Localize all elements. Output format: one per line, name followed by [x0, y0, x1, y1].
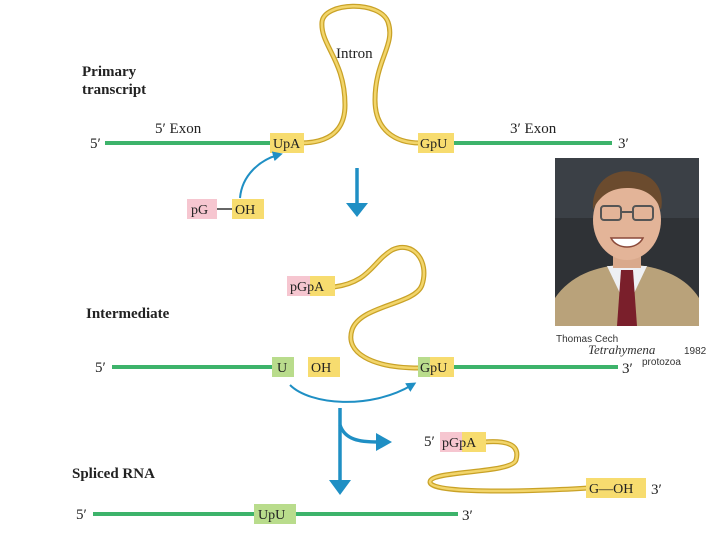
primary-exon5-label: 5′ Exon: [155, 121, 202, 137]
guanosine-oh-text: OH: [235, 203, 255, 218]
primary-gpu-text: GpU: [420, 137, 447, 152]
spliced-title: Spliced RNA: [72, 466, 155, 482]
excised-pgpa-box-a: [462, 432, 486, 452]
guanosine-oh-box: [232, 199, 264, 219]
branch-arrow-head: [376, 433, 392, 451]
intermediate-u-box: [272, 357, 294, 377]
intermediate-title: Intermediate: [86, 306, 170, 322]
primary-exon3-label: 3′ Exon: [510, 121, 557, 137]
attack-arrow-1: [239, 151, 283, 199]
primary-three-prime: 3′: [618, 136, 629, 152]
intermediate-gpu-box-g: [418, 357, 430, 377]
intermediate-intron-loop-core: [333, 246, 425, 370]
guanosine-pg-box: [187, 199, 217, 219]
portrait-photo: [555, 158, 699, 326]
excised-goh-box: [586, 478, 646, 498]
excised-three-prime: 3′: [651, 482, 662, 498]
spliced-five-prime: 5′: [76, 507, 87, 523]
intermediate-oh-box: [308, 357, 340, 377]
primary-upa-box: [270, 133, 304, 153]
intermediate-pgpa-text: pGpA: [290, 280, 325, 295]
attack-arrow-2: [289, 382, 417, 403]
branch-arrow-shaft: [338, 424, 379, 444]
guanosine-pg-text: pG: [191, 203, 208, 218]
intermediate-oh-text: OH: [311, 361, 331, 376]
excised-goh-text: G—OH: [589, 482, 633, 497]
intermediate-five-prime: 5′: [95, 360, 106, 376]
intermediate-three-prime: 3′: [622, 361, 633, 377]
step-arrow-1-head: [346, 203, 368, 217]
photo-caption-kind: protozoa: [642, 357, 681, 368]
photo-caption-organism: Tetrahymena: [588, 342, 656, 357]
primary-intron-loop-core: [299, 5, 421, 145]
excised-pgpa-text: pGpA: [442, 436, 477, 451]
primary-intron-label: Intron: [336, 46, 373, 62]
spliced-upu-box: [254, 504, 296, 524]
primary-title-line1: Primary: [82, 64, 137, 80]
primary-upa-text: UpA: [273, 137, 301, 152]
primary-intron-loop: [299, 3, 421, 146]
primary-title-line2: transcript: [82, 82, 146, 98]
portrait-illustration: [555, 158, 699, 326]
excised-intron-strand-core: [428, 440, 589, 493]
primary-five-prime: 5′: [90, 136, 101, 152]
spliced-upu-text: UpU: [258, 508, 285, 523]
intermediate-u-text: U: [277, 361, 287, 376]
step-arrow-2-head: [329, 480, 351, 495]
photo-caption-name: Thomas Cech: [556, 334, 618, 345]
intermediate-gpu-text: GpU: [420, 361, 447, 376]
spliced-three-prime: 3′: [462, 508, 473, 524]
excised-five-prime: 5′: [424, 434, 435, 450]
primary-gpu-box: [418, 133, 454, 153]
photo-caption-year: 1982: [684, 346, 707, 357]
intermediate-pgpa-box-a: [310, 276, 335, 296]
